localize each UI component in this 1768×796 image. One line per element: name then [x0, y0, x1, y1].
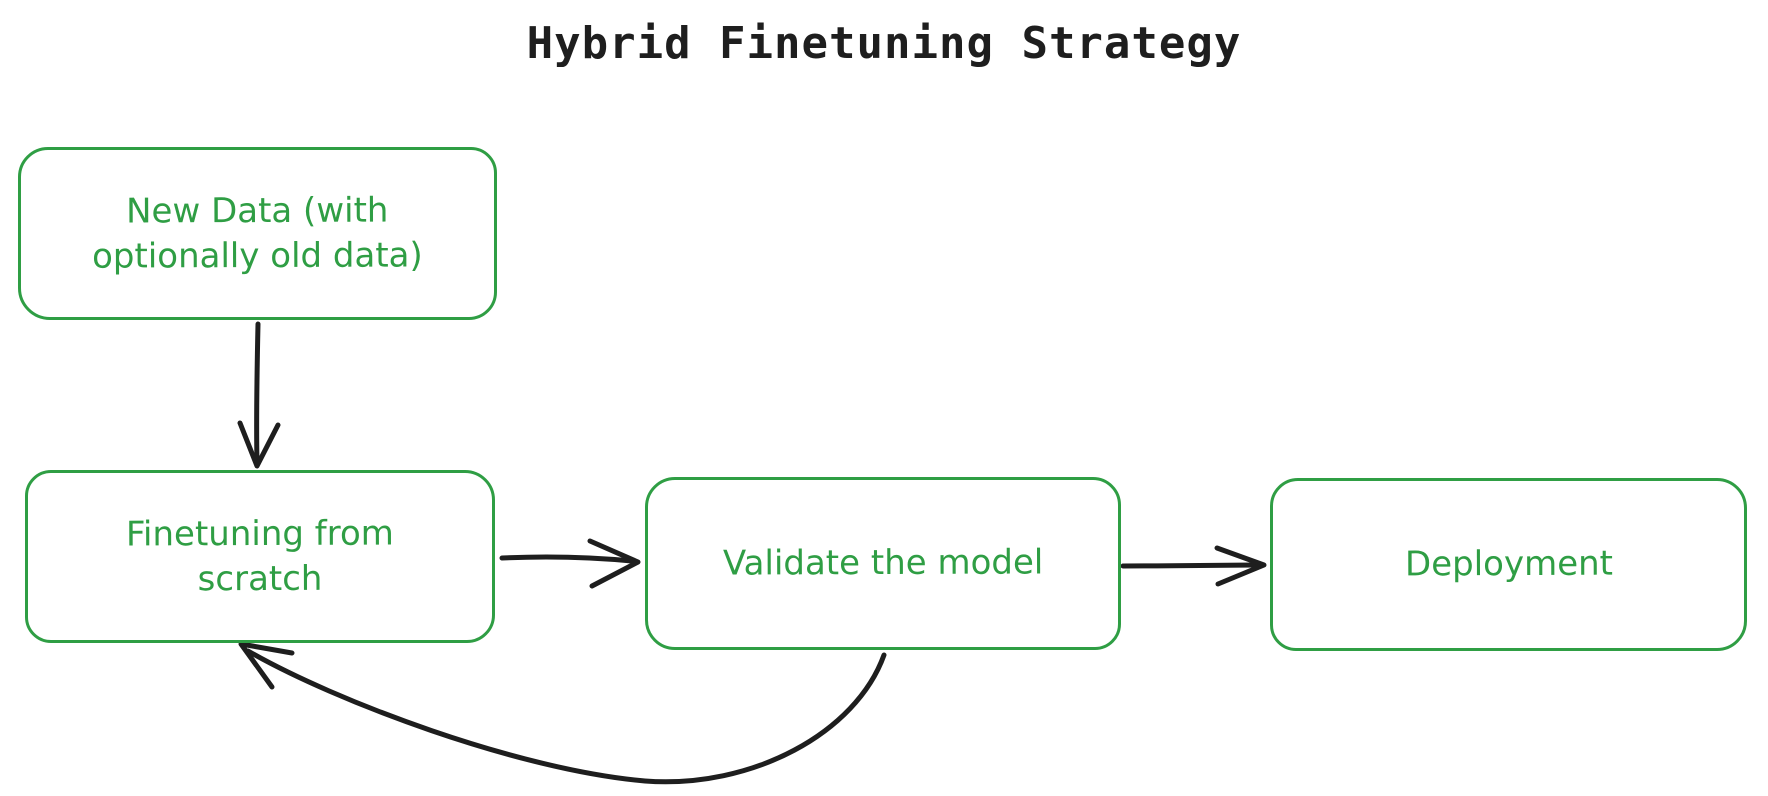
node-new-data-label: New Data (with optionally old data) — [92, 190, 423, 277]
arrow-validate-to-finetune-feedback — [238, 641, 887, 785]
diagram-title: Hybrid Finetuning Strategy — [526, 18, 1242, 69]
node-validate-label: Validate the model — [722, 542, 1044, 584]
node-new-data: New Data (with optionally old data) — [18, 147, 497, 320]
node-deployment-label: Deployment — [1404, 543, 1613, 585]
node-finetuning-from-scratch: Finetuning from scratch — [25, 470, 495, 643]
node-finetuning-label: Finetuning from scratch — [125, 513, 394, 599]
arrow-newdata-to-finetune — [237, 321, 281, 469]
arrow-validate-to-deploy — [1120, 545, 1267, 587]
node-deployment: Deployment — [1270, 478, 1747, 651]
arrow-finetune-to-validate — [499, 538, 641, 589]
node-validate-the-model: Validate the model — [645, 477, 1121, 650]
